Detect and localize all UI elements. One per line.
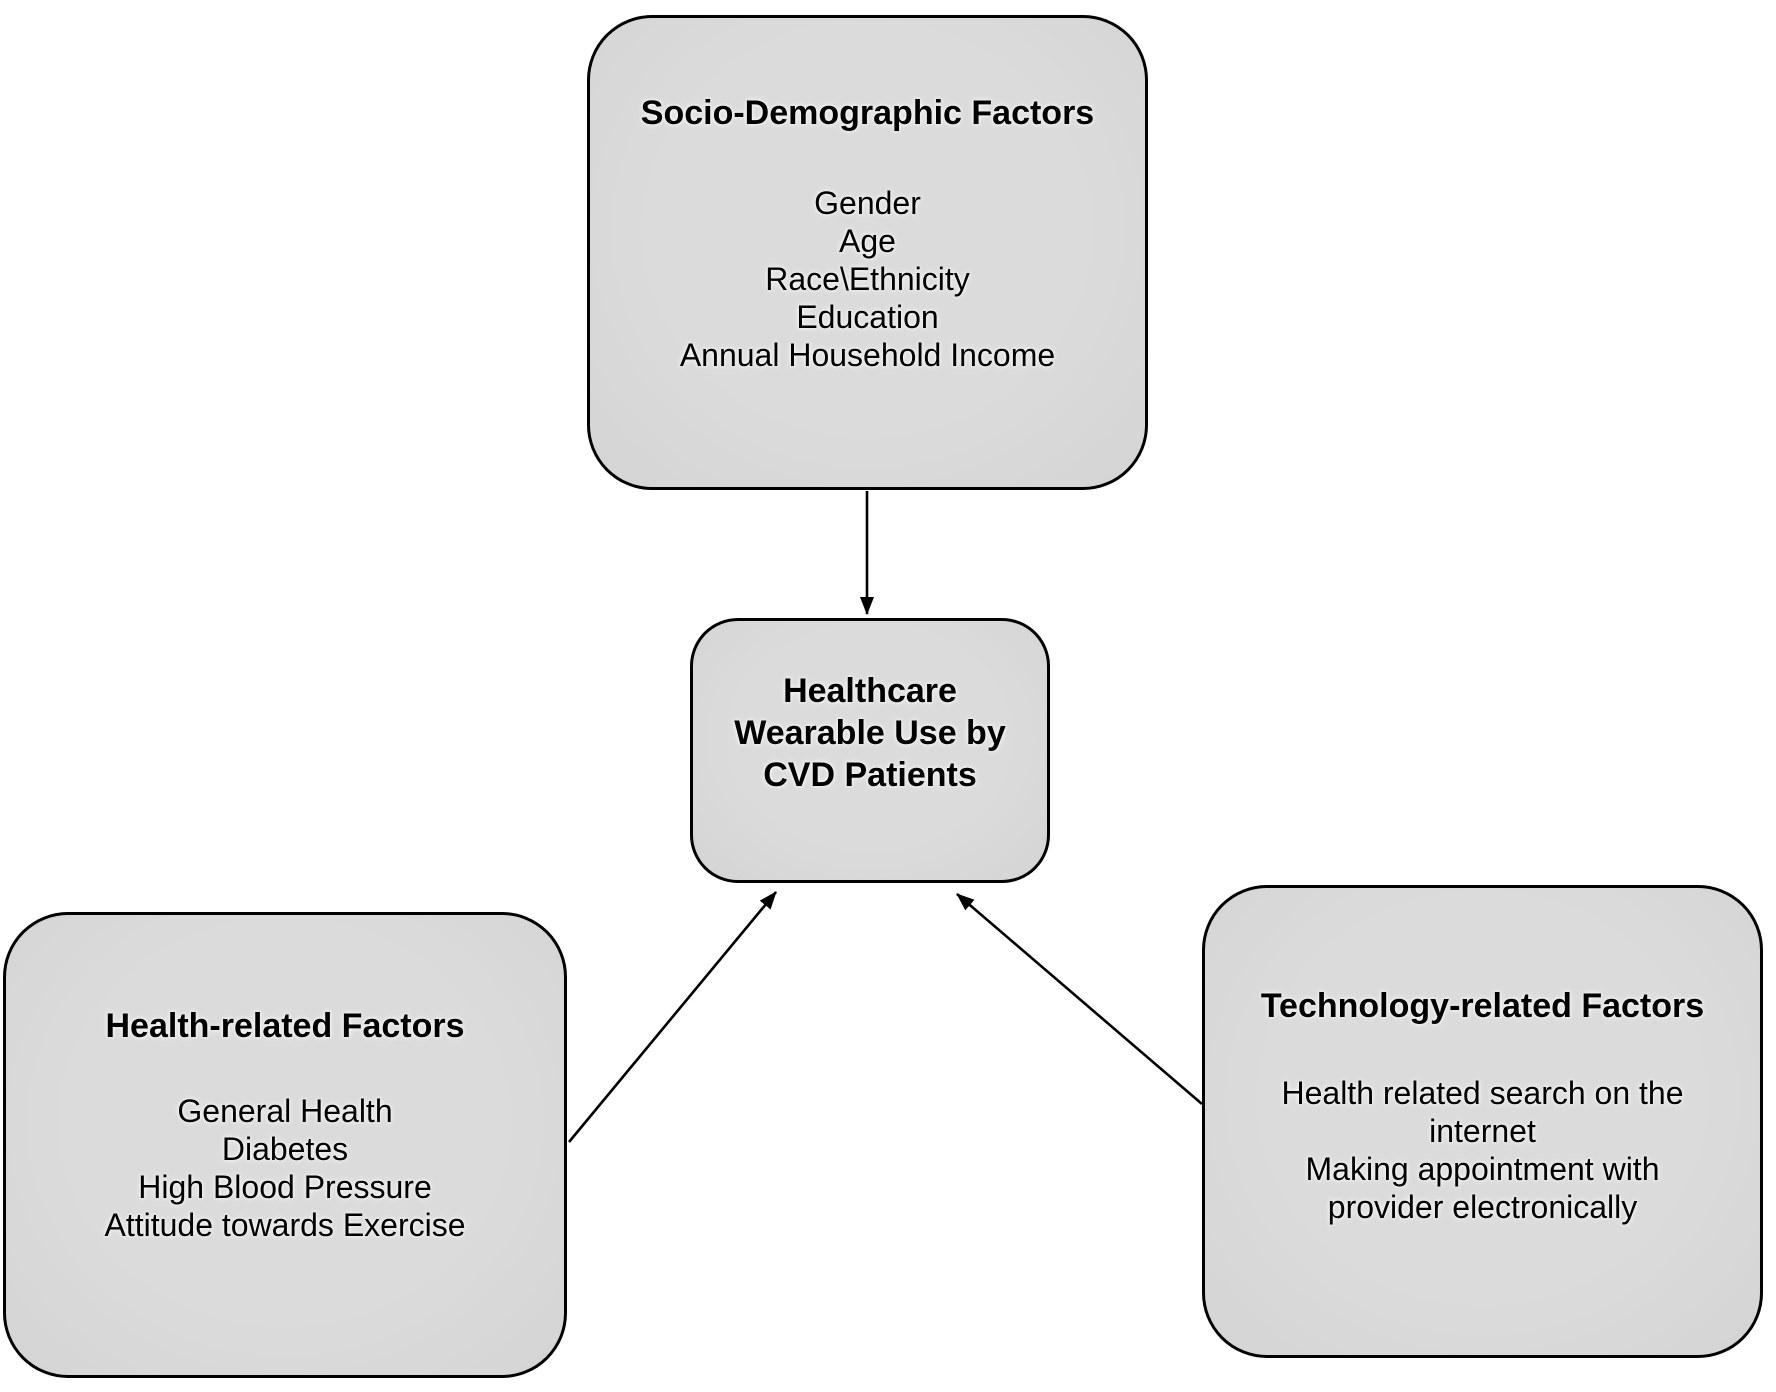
arrow-health-related-to-outcome (567, 891, 778, 1143)
node-item: Race\Ethnicity (765, 261, 970, 297)
node-title: Technology-related Factors (1260, 987, 1705, 1025)
node-title-line: CVD Patients (763, 756, 977, 794)
node-item: Making appointment with provider electro… (1305, 1151, 1660, 1225)
node-title: Socio-Demographic Factors (640, 94, 1095, 132)
arrow-technology-related-to-outcome (956, 893, 1203, 1105)
node-item-list: General Health Diabetes High Blood Press… (55, 1092, 515, 1244)
node-item: Health related search on the internet (1281, 1075, 1684, 1149)
node-item: High Blood Pressure (138, 1169, 432, 1205)
node-item: Diabetes (221, 1131, 349, 1167)
node-item-list: Gender Age Race\Ethnicity Education Annu… (638, 184, 1098, 374)
node-title: Health-related Factors (105, 1007, 465, 1045)
node-title-line: Wearable Use by (734, 714, 1006, 752)
node-item: Annual Household Income (679, 337, 1056, 373)
node-healthcare-wearable-use: Healthcare Wearable Use by CVD Patients (690, 618, 1050, 883)
node-item: Attitude towards Exercise (104, 1207, 466, 1243)
node-title-line: Healthcare (783, 672, 957, 710)
node-item: Gender (814, 185, 921, 221)
node-item-list: Health related search on the internet Ma… (1253, 1074, 1713, 1226)
node-socio-demographic-factors: Socio-Demographic Factors Gender Age Rac… (587, 15, 1148, 490)
node-health-related-factors: Health-related Factors General Health Di… (3, 912, 567, 1378)
node-item: Education (796, 299, 939, 335)
node-technology-related-factors: Technology-related Factors Health relate… (1202, 885, 1763, 1358)
node-item: General Health (177, 1093, 393, 1129)
node-item: Age (839, 223, 896, 259)
